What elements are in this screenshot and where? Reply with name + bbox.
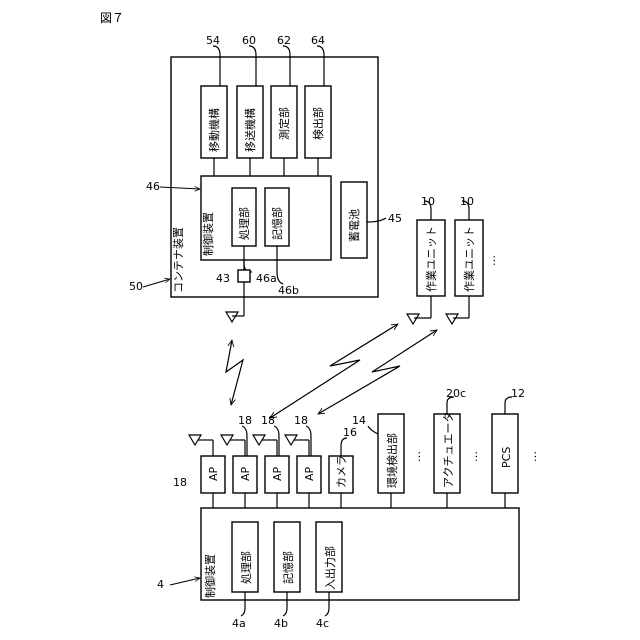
top-unit-label: 検出部 (311, 107, 325, 140)
antenna-icon (226, 312, 238, 322)
main-unit-label: 記憶部 (281, 551, 295, 584)
container-controller-label: 制御装置 (201, 212, 215, 256)
main-processing-unit: 処理部 4a (232, 522, 258, 630)
ap-label: AP (271, 466, 284, 481)
env-detector-ref: 14 (352, 414, 366, 427)
camera-ref: 16 (343, 426, 357, 439)
ap-box-4: AP 18 (285, 414, 321, 493)
main-controller-ref: 4 (157, 578, 164, 591)
main-unit-ref: 4b (274, 617, 288, 630)
top-unit-ref: 60 (242, 34, 256, 47)
pcs-box: PCS 12 (492, 387, 525, 493)
camera-box: カメラ 16 (329, 426, 357, 493)
container-ref-leader (143, 279, 170, 287)
work-unit-label: 作業ユニット (425, 226, 438, 292)
container-memory-unit: 記憶部 (265, 188, 289, 246)
env-detector-label: 環境検出部 (385, 433, 399, 488)
work-unit-label: 作業ユニット (463, 226, 476, 292)
wireless-link-icon (226, 340, 243, 405)
container-device-ref: 50 (129, 280, 143, 293)
top-unit-moving-mechanism: 移動機構 54 (201, 34, 227, 158)
work-unit-1: 作業ユニット 10 (407, 195, 445, 324)
top-unit-detection: 検出部 64 (305, 34, 331, 158)
actuator-ref: 20c (446, 387, 466, 400)
ap-box-2: AP 18 (221, 414, 257, 493)
ap-ref: 18 (238, 414, 252, 427)
ap-ref: 18 (294, 414, 308, 427)
main-unit-ref: 4c (316, 617, 329, 630)
work-unit-ref: 10 (421, 195, 435, 208)
antenna-port-ref: 43 (216, 272, 230, 285)
ap-label: AP (303, 466, 316, 481)
main-unit-ref: 4a (232, 617, 246, 630)
work-unit-ref: 10 (460, 195, 474, 208)
battery-label: 蓄電池 (348, 209, 361, 242)
ap-box-3: AP 18 (253, 414, 289, 493)
peripheral-ellipsis-1: … (410, 451, 423, 462)
antenna-icon (446, 314, 458, 324)
top-unit-transfer-mechanism: 移送機構 60 (237, 34, 263, 158)
top-unit-label: 測定部 (277, 107, 291, 140)
main-controller-label: 制御装置 (203, 554, 217, 598)
environment-detector-box: 環境検出部 14 (352, 414, 404, 493)
actuator-label: アクチュエータ (442, 412, 455, 488)
peripheral-ellipsis-3: … (526, 451, 539, 462)
main-unit-label: 入出力部 (323, 546, 337, 590)
top-unit-label: 移送機構 (243, 108, 257, 152)
ap-label: AP (207, 466, 220, 481)
work-unit-2: 作業ユニット 10 (446, 195, 483, 324)
container-device-label: コンテナ装置 (172, 227, 185, 293)
ap-box-1: AP (189, 435, 225, 493)
ap-ref-left: 18 (173, 476, 187, 489)
top-unit-ref: 54 (206, 34, 220, 47)
main-unit-label: 処理部 (239, 551, 253, 584)
top-unit-ref: 64 (311, 34, 325, 47)
container-antenna-port (238, 270, 250, 282)
main-controller-leader (170, 578, 200, 585)
container-controller-ref: 46 (146, 180, 160, 193)
top-unit-ref: 62 (277, 34, 291, 47)
ap-ref: 18 (261, 414, 275, 427)
wireless-link-icon (318, 330, 437, 414)
memory-unit-label: 記憶部 (270, 207, 284, 240)
pcs-label: PCS (500, 447, 513, 468)
processing-unit-ref: 46a (256, 272, 277, 285)
pcs-ref: 12 (511, 387, 525, 400)
work-units-ellipsis: … (485, 255, 498, 266)
antenna-icon (407, 314, 419, 324)
figure-label: 図７ (100, 11, 124, 25)
peripheral-ellipsis-2: … (467, 451, 480, 462)
main-io-unit: 入出力部 4c (316, 522, 342, 630)
battery-ref: 45 (388, 212, 402, 225)
top-unit-measurement: 測定部 62 (271, 34, 297, 158)
main-memory-unit: 記憶部 4b (274, 522, 300, 630)
top-unit-label: 移動機構 (207, 108, 221, 152)
memory-unit-ref: 46b (278, 284, 299, 297)
camera-label: カメラ (335, 455, 348, 488)
actuator-box: アクチュエータ 20c (434, 387, 466, 493)
processing-unit-label: 処理部 (237, 207, 251, 240)
container-processing-unit: 処理部 (232, 188, 256, 246)
ap-label: AP (239, 466, 252, 481)
